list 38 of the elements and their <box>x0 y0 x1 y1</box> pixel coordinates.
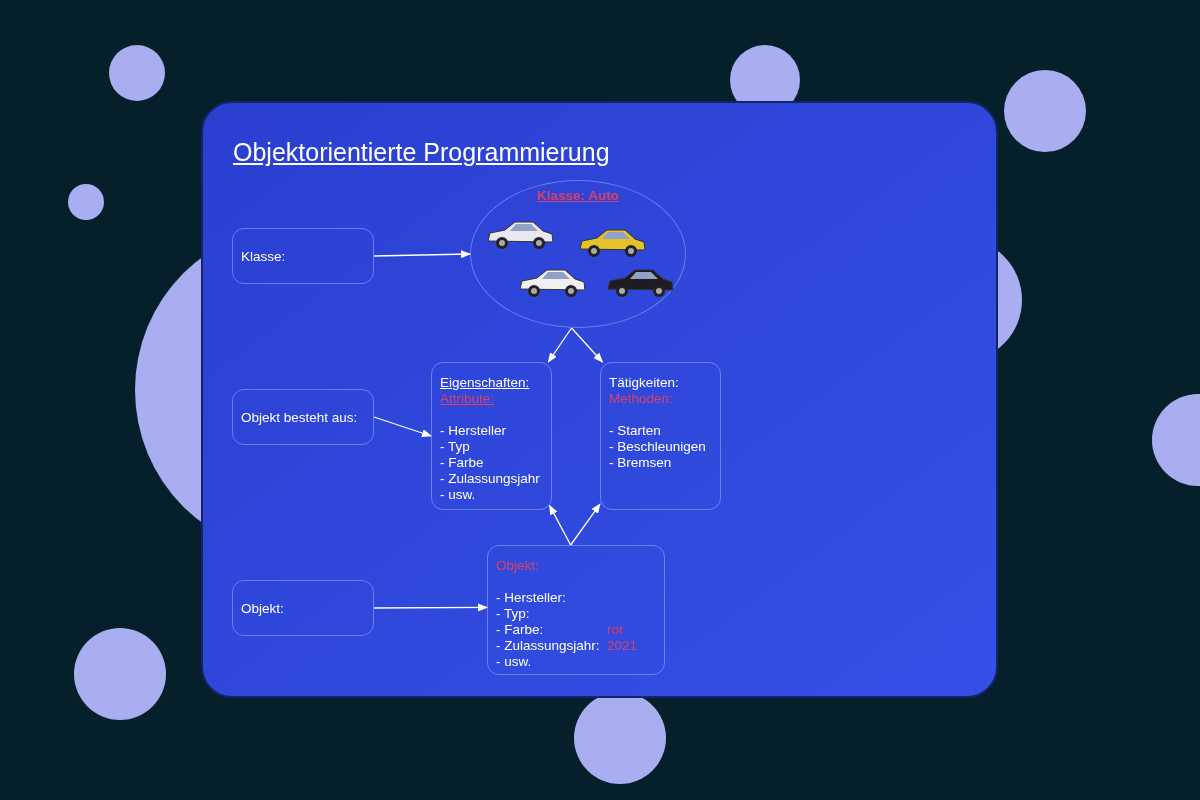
box-text: Klasse: <box>241 249 286 265</box>
box-text: rot <box>607 622 623 638</box>
slide-title: Objektorientierte Programmierung <box>233 138 610 167</box>
arrow <box>373 603 488 612</box>
arrow <box>548 504 572 546</box>
box-text: Tätigkeiten: <box>609 375 679 391</box>
rounded-box <box>431 362 552 510</box>
rounded-box <box>232 228 374 284</box>
arrow <box>570 503 601 546</box>
box-text: - Zulassungsjahr <box>440 471 540 487</box>
box-text: - Hersteller <box>440 423 506 439</box>
box-text: - Starten <box>609 423 661 439</box>
box-text: - usw. <box>440 487 476 503</box>
class-heading: Klasse: Auto <box>536 188 620 204</box>
box-text: - Bremsen <box>609 455 672 471</box>
box-text: Attribute: <box>440 391 495 407</box>
box-text: - Farbe <box>440 455 484 471</box>
box-text: Objekt: <box>496 558 539 574</box>
box-text: - Typ <box>440 439 470 455</box>
box-text: - usw. <box>496 654 532 670</box>
rounded-box <box>600 362 721 510</box>
box-text: Objekt besteht aus: <box>241 410 358 426</box>
rounded-box <box>232 580 374 636</box>
box-text: - Beschleunigen <box>609 439 706 455</box>
rounded-box <box>232 389 374 445</box>
box-text: - Zulassungsjahr: <box>496 638 600 654</box>
box-text: - Hersteller: <box>496 590 566 606</box>
box-text: - Typ: <box>496 606 530 622</box>
box-text: Methoden: <box>609 391 673 407</box>
box-text: Objekt: <box>241 601 284 617</box>
arrow <box>547 327 573 363</box>
box-text: - Farbe: <box>496 622 544 638</box>
box-text: Eigenschaften: <box>440 375 530 391</box>
box-text: 2021 <box>607 638 638 654</box>
arrow <box>373 416 432 437</box>
arrow <box>570 327 604 363</box>
arrow <box>373 250 471 259</box>
rounded-box <box>487 545 665 675</box>
